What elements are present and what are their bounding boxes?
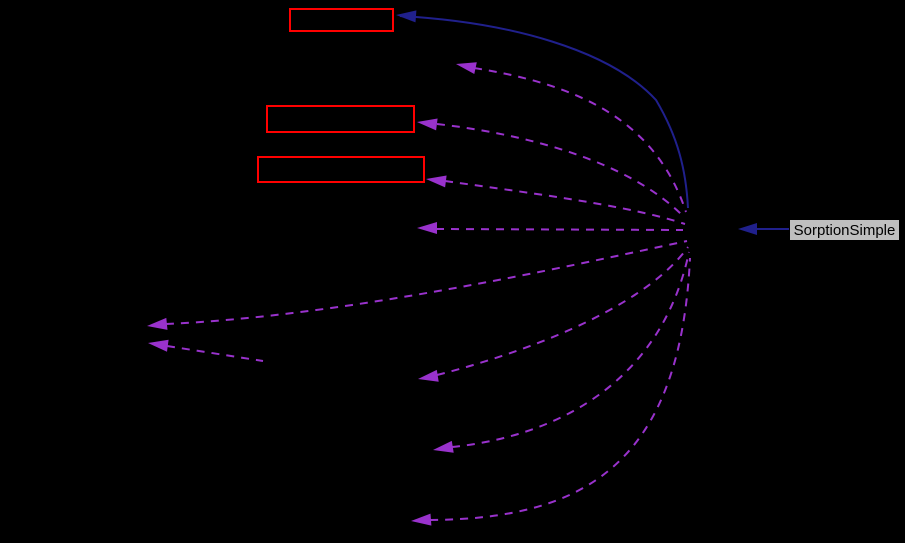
edge-usage-edge-mid-lower: [436, 246, 689, 376]
arrowhead-usage-edge-top: [456, 62, 477, 74]
edge-usage-edge-horizontal: [435, 228, 684, 231]
edge-usage-edge-middle-box: [436, 123, 686, 219]
edge-inheritance-to-top-box: [399, 15, 689, 209]
edge-usage-edge-bottom-upper: [451, 251, 690, 448]
edge-usage-edge-bottom-lower: [429, 257, 691, 521]
class-node-sorptionsimple[interactable]: SorptionSimple: [789, 219, 900, 241]
arrowhead-inheritance-from-sorption: [738, 223, 757, 235]
edge-usage-edge-far-left-upper: [165, 240, 688, 325]
used-class-box-middle[interactable]: [266, 105, 415, 133]
arrowhead-usage-edge-far-left-upper: [147, 317, 168, 330]
edge-usage-edge-far-left-lower: [166, 345, 264, 362]
arrowhead-usage-edge-mid-lower: [418, 369, 439, 382]
arrowhead-usage-edge-horizontal: [417, 222, 437, 234]
class-node-label: SorptionSimple: [793, 221, 896, 239]
arrowhead-usage-edge-lower-box: [426, 175, 447, 188]
arrowhead-inheritance-to-top-box: [396, 10, 417, 23]
used-class-box-lower[interactable]: [257, 156, 425, 183]
edge-usage-edge-lower-box: [444, 180, 686, 225]
arrowhead-usage-edge-bottom-upper: [433, 440, 454, 453]
edge-usage-edge-top: [473, 67, 687, 213]
base-class-box-top[interactable]: [289, 8, 394, 32]
arrowhead-usage-edge-middle-box: [417, 118, 438, 131]
arrowhead-usage-edge-far-left-lower: [148, 339, 169, 352]
arrowhead-usage-edge-bottom-lower: [411, 513, 432, 526]
